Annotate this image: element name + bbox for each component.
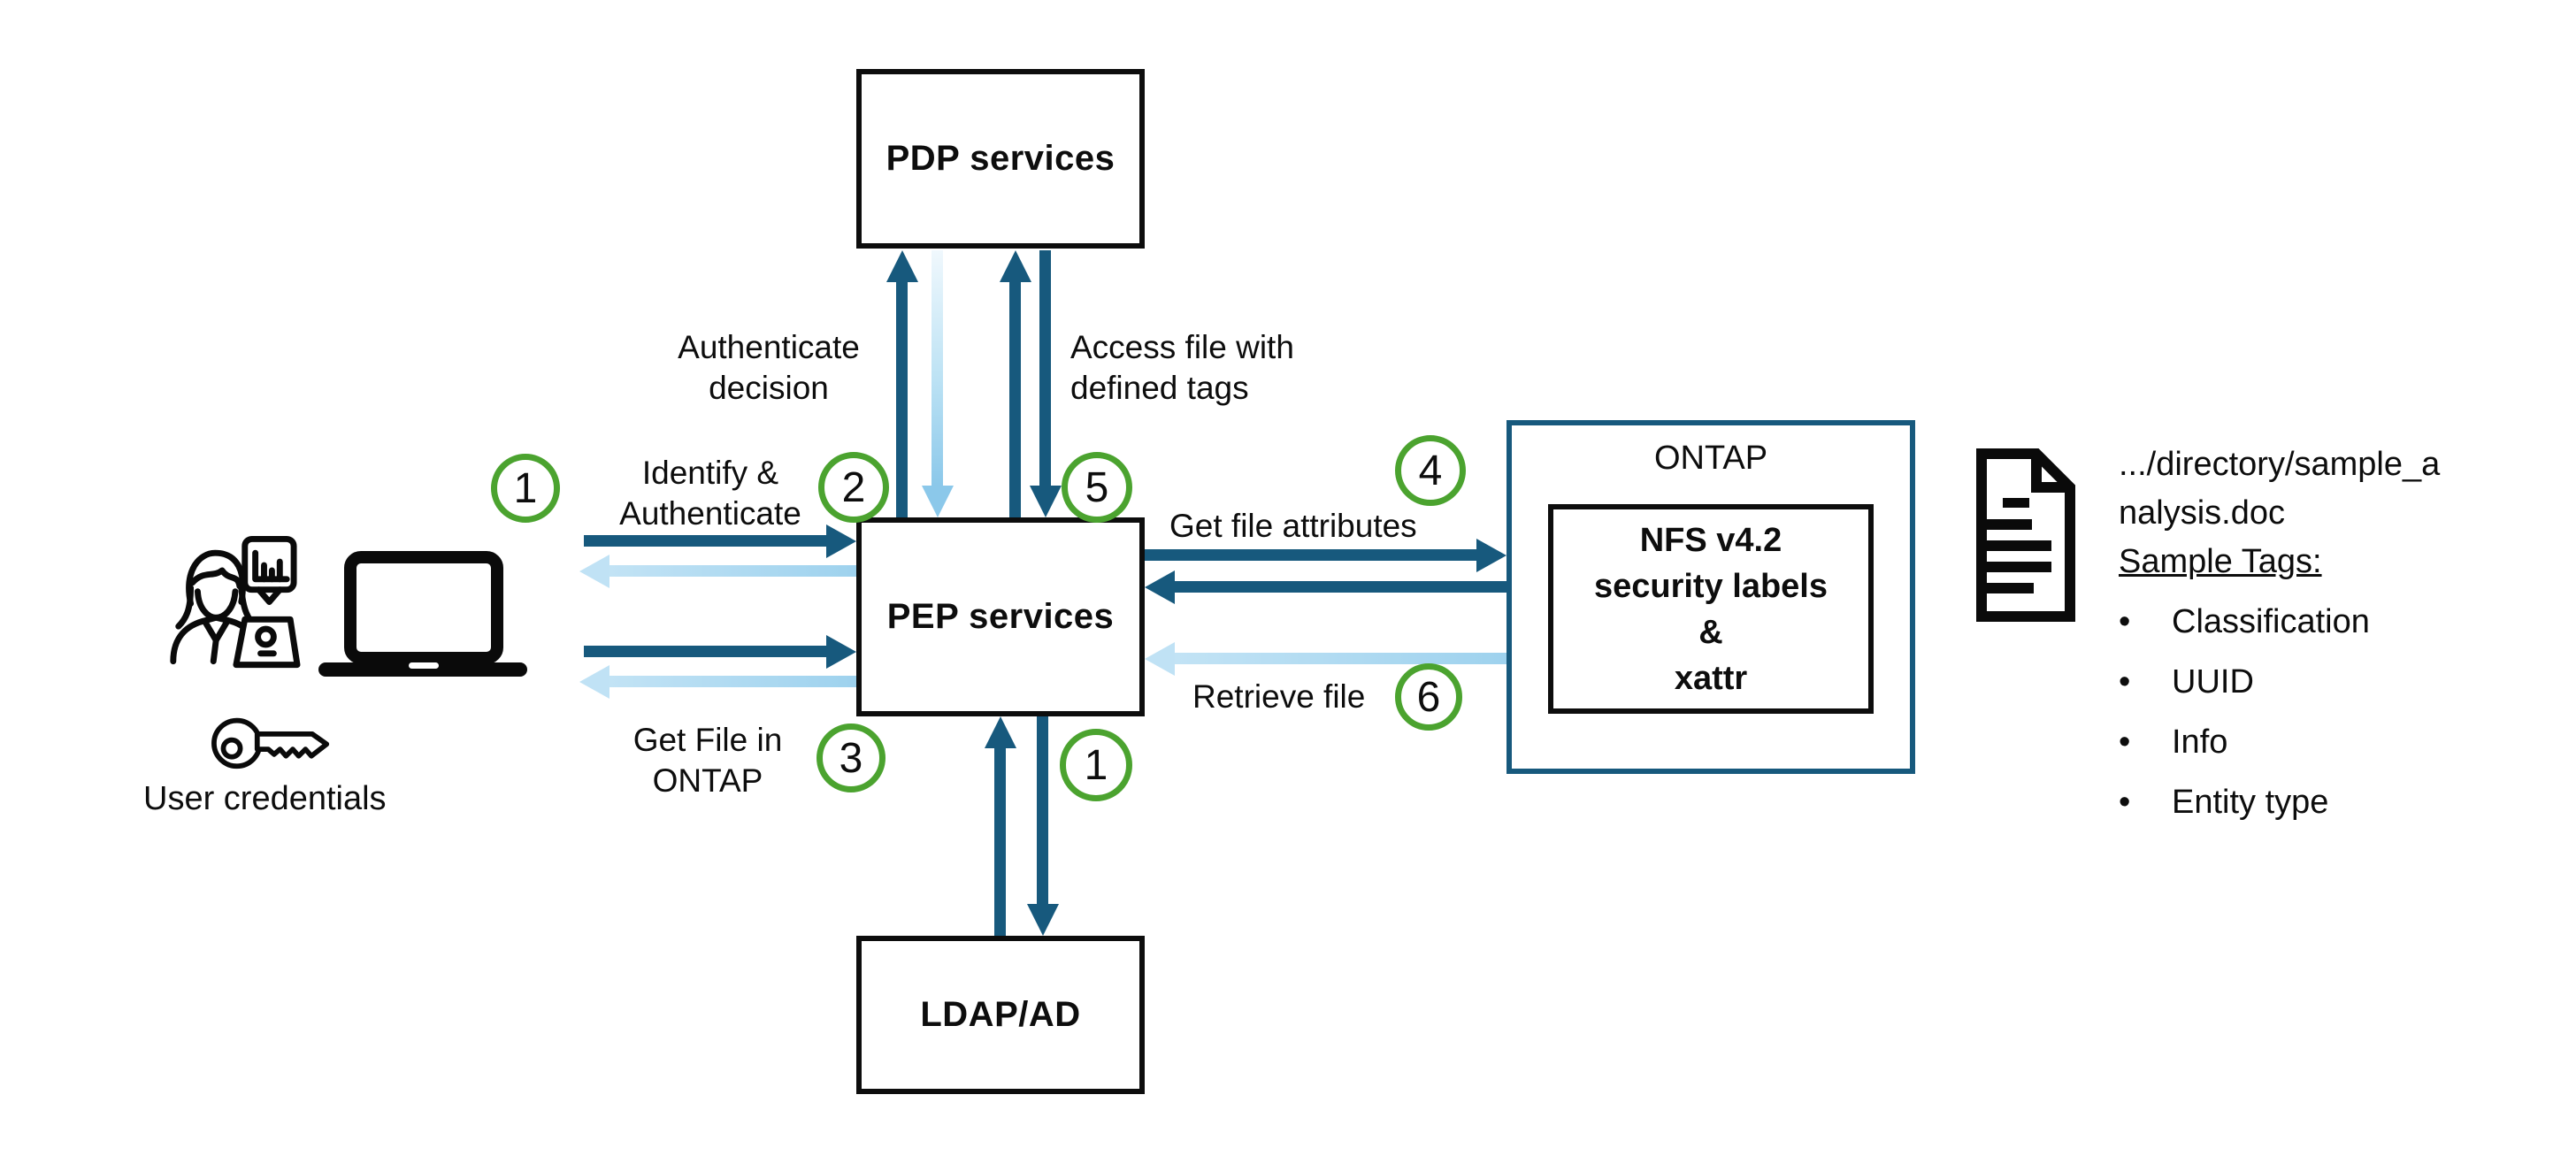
label-user-credentials: User credentials xyxy=(143,780,387,817)
arrow-retrieve-head xyxy=(1145,642,1175,676)
step-circle-3-getfile: 3 xyxy=(816,723,886,792)
bullet-icon: • xyxy=(2119,723,2131,761)
label-access-file: Access file with defined tags xyxy=(1070,327,1294,409)
pdp-services-box: PDP services xyxy=(856,69,1145,249)
arrow-pdp-up1-shaft xyxy=(896,282,908,517)
bullet-icon: • xyxy=(2119,603,2131,640)
arrow-getattrs-shaft xyxy=(1145,549,1476,561)
arrow-pdp-down1-shaft xyxy=(932,250,943,486)
nfs-line-2: security labels xyxy=(1593,567,1828,605)
step-circle-1-identify: 1 xyxy=(491,454,560,523)
tag-item-entity-type: • Entity type xyxy=(2119,778,2440,827)
label-getfile-line1: Get File in xyxy=(632,722,783,758)
arrow-pdp-up2-head xyxy=(1000,250,1031,282)
arrow-retrieve-shaft xyxy=(1175,653,1506,664)
arrow-getattrs-head xyxy=(1476,539,1506,572)
arrow-ldap-up-head xyxy=(985,716,1016,748)
nfs-line-4: xattr xyxy=(1674,659,1748,697)
arrow-attrs-return-head xyxy=(1145,570,1175,604)
step-5-number: 5 xyxy=(1085,463,1109,511)
step-circle-2-decision: 2 xyxy=(818,452,889,523)
tag-label: Info xyxy=(2172,723,2228,761)
pdp-services-label: PDP services xyxy=(886,139,1116,178)
key-icon xyxy=(211,717,330,769)
arrow-ldap-down-shaft xyxy=(1037,716,1048,904)
step-6-number: 6 xyxy=(1416,673,1441,721)
arrow-ldap-up-shaft xyxy=(994,748,1006,936)
step-4-number: 4 xyxy=(1418,447,1443,494)
arrow-identify-head xyxy=(826,524,856,558)
nfs-security-labels-box: NFS v4.2 security labels & xattr xyxy=(1548,504,1874,714)
pep-services-label: PEP services xyxy=(886,597,1115,636)
nfs-line-1: NFS v4.2 xyxy=(1639,521,1782,559)
step-2-number: 2 xyxy=(841,463,866,511)
step-3-number: 3 xyxy=(839,734,863,782)
step-1b-number: 1 xyxy=(1084,741,1108,789)
label-authenticate-decision-line1: Authenticate xyxy=(678,329,860,365)
label-identify-line2: Authenticate xyxy=(619,495,801,532)
arrow-pdp-down2-head xyxy=(1030,486,1062,517)
tag-label: Classification xyxy=(2172,603,2370,640)
arrow-getfile-shaft xyxy=(584,646,826,657)
label-authenticate-decision-line2: decision xyxy=(709,370,829,406)
tag-label: Entity type xyxy=(2172,784,2329,821)
analyst-user-icon xyxy=(170,535,301,669)
arrow-attrs-return-shaft xyxy=(1175,581,1506,593)
file-path-line2: nalysis.doc xyxy=(2119,494,2285,532)
sample-tags-heading: Sample Tags: xyxy=(2119,543,2322,580)
bullet-icon: • xyxy=(2119,663,2131,700)
arrow-ldap-down-head xyxy=(1027,904,1059,936)
ldap-ad-box: LDAP/AD xyxy=(856,936,1145,1094)
ontap-title: ONTAP xyxy=(1653,440,1768,477)
label-getfile-line2: ONTAP xyxy=(652,762,763,799)
label-identify-line1: Identify & xyxy=(641,455,779,491)
arrow-getfile-head xyxy=(826,635,856,669)
label-get-file-in-ontap: Get File in ONTAP xyxy=(633,720,783,801)
arrow-identify-return-shaft xyxy=(610,565,856,577)
step-circle-6-retrieve: 6 xyxy=(1395,663,1462,731)
tag-item-uuid: • UUID xyxy=(2119,658,2440,707)
arrow-getfile-return-head xyxy=(579,665,610,699)
arrow-identify-return-head xyxy=(579,555,610,588)
step-circle-1-ldap: 1 xyxy=(1060,729,1132,801)
arrow-pdp-down1-head xyxy=(922,486,954,517)
label-identify-authenticate: Identify & Authenticate xyxy=(619,453,801,534)
arrow-identify-shaft xyxy=(584,535,826,547)
laptop-icon xyxy=(318,551,527,677)
pep-services-box: PEP services xyxy=(856,517,1145,716)
step-circle-5-access: 5 xyxy=(1062,452,1132,523)
label-access-file-line2: defined tags xyxy=(1070,370,1249,406)
bullet-icon: • xyxy=(2119,784,2131,821)
document-icon xyxy=(1976,448,2075,622)
step-1-number: 1 xyxy=(513,464,538,512)
label-access-file-line1: Access file with xyxy=(1070,329,1294,365)
tag-item-info: • Info xyxy=(2119,718,2440,767)
ldap-ad-label: LDAP/AD xyxy=(920,995,1081,1034)
arrow-pdp-up1-head xyxy=(886,250,918,282)
step-circle-4-attributes: 4 xyxy=(1395,435,1466,506)
label-authenticate-decision: Authenticate decision xyxy=(678,327,860,409)
arrow-pdp-down2-shaft xyxy=(1039,250,1051,486)
arrow-pdp-up2-shaft xyxy=(1009,282,1021,517)
label-retrieve-file: Retrieve file xyxy=(1192,678,1366,715)
arrow-getfile-return-shaft xyxy=(610,676,856,687)
label-get-file-attributes: Get file attributes xyxy=(1169,508,1417,544)
nfs-line-3: & xyxy=(1698,613,1723,651)
tag-item-classification: • Classification xyxy=(2119,598,2440,647)
tag-label: UUID xyxy=(2172,663,2254,700)
file-path-line1: .../directory/sample_a xyxy=(2119,446,2441,483)
file-info-block: .../directory/sample_a nalysis.doc Sampl… xyxy=(2119,440,2440,827)
